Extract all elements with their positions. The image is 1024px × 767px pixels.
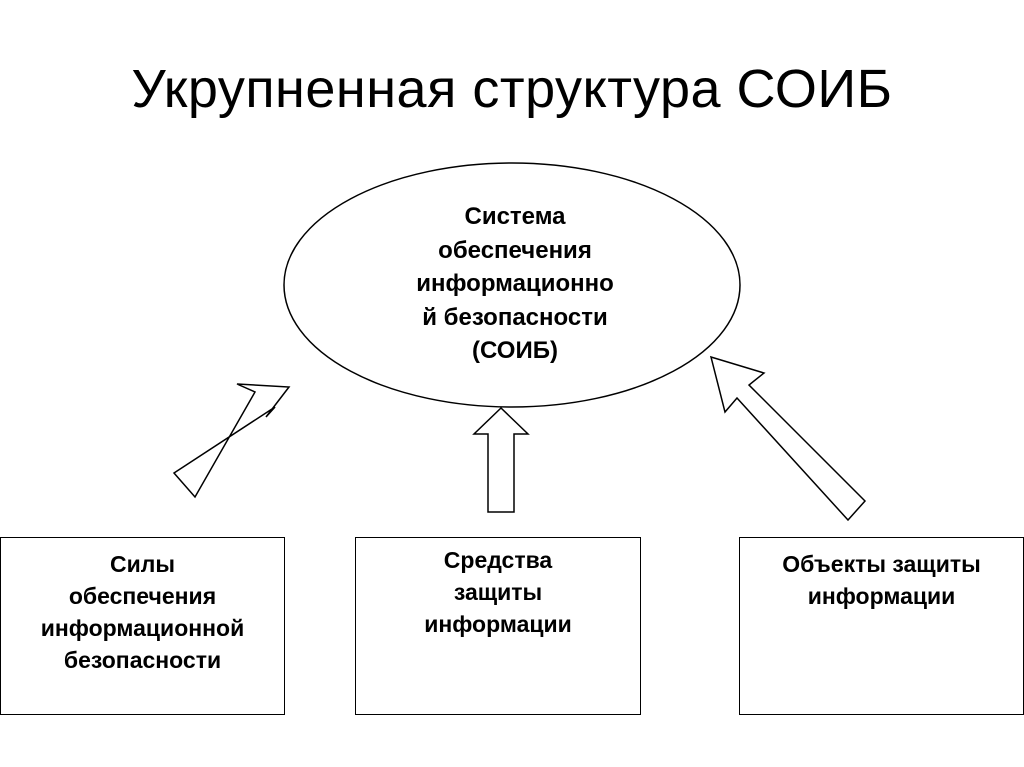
objects-box: Объекты защиты информации [739, 537, 1024, 715]
middle-arrow-icon [472, 406, 530, 513]
soib-label-line: (СОИБ) [472, 337, 558, 364]
means-box-line: Средства [443, 547, 553, 573]
objects-box-line: информации [807, 583, 956, 609]
forces-box-line: обеспечения [68, 583, 217, 609]
forces-box: Силы обеспечения информационной безопасн… [0, 537, 285, 715]
left-arrow-icon [172, 383, 291, 499]
soib-label-line: й безопасности [422, 303, 608, 331]
soib-label-line: информационно [416, 270, 614, 297]
soib-label-line: обеспечения [438, 236, 592, 264]
right-arrow-icon [709, 355, 867, 522]
forces-box-line: безопасности [63, 647, 222, 673]
soib-label: Система обеспечения информационно й безо… [330, 200, 700, 368]
soib-label-line: Система [464, 203, 566, 230]
forces-box-line: Силы [109, 551, 175, 577]
objects-box-line: Объекты защиты [782, 551, 981, 577]
means-box-line: информации [424, 611, 572, 637]
means-box-line: защиты [453, 579, 543, 605]
slide-title: Укрупненная структура СОИБ [131, 59, 893, 119]
soib-ellipse [283, 162, 741, 408]
means-box: Средства защиты информации [355, 537, 641, 715]
forces-box-line: информационной [40, 615, 245, 641]
